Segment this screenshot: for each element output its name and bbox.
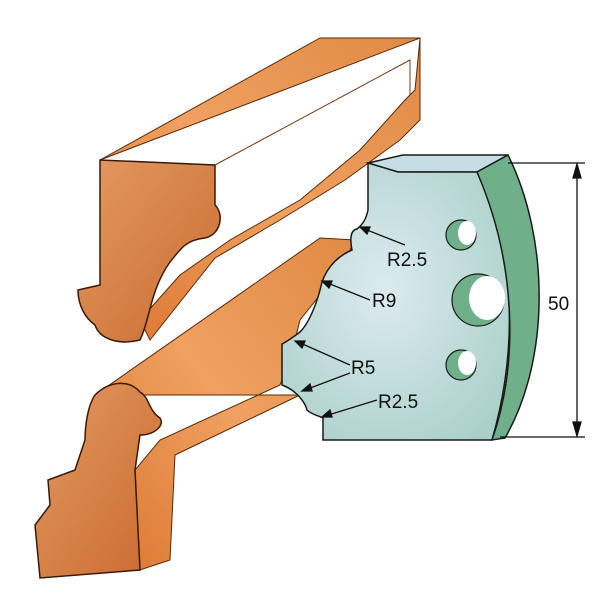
upper-molding-top-surface [99,37,421,341]
height-dimension-label: 50 [548,294,569,315]
upper-wood-molding [77,37,421,343]
mounting-holes [445,219,505,381]
radius-callouts [293,226,406,418]
profile-knife [281,153,540,441]
radius-label-bottom: R2.5 [378,392,418,413]
radius-label-top: R2.5 [387,250,427,271]
knife-cutting-edge-bevel [476,153,540,441]
upper-molding-end-grain [77,159,221,343]
radius-label-r5: R5 [351,358,375,379]
lower-molding-end-grain [34,382,162,579]
radius-label-r9: R9 [372,291,396,312]
height-dimension [500,161,585,439]
